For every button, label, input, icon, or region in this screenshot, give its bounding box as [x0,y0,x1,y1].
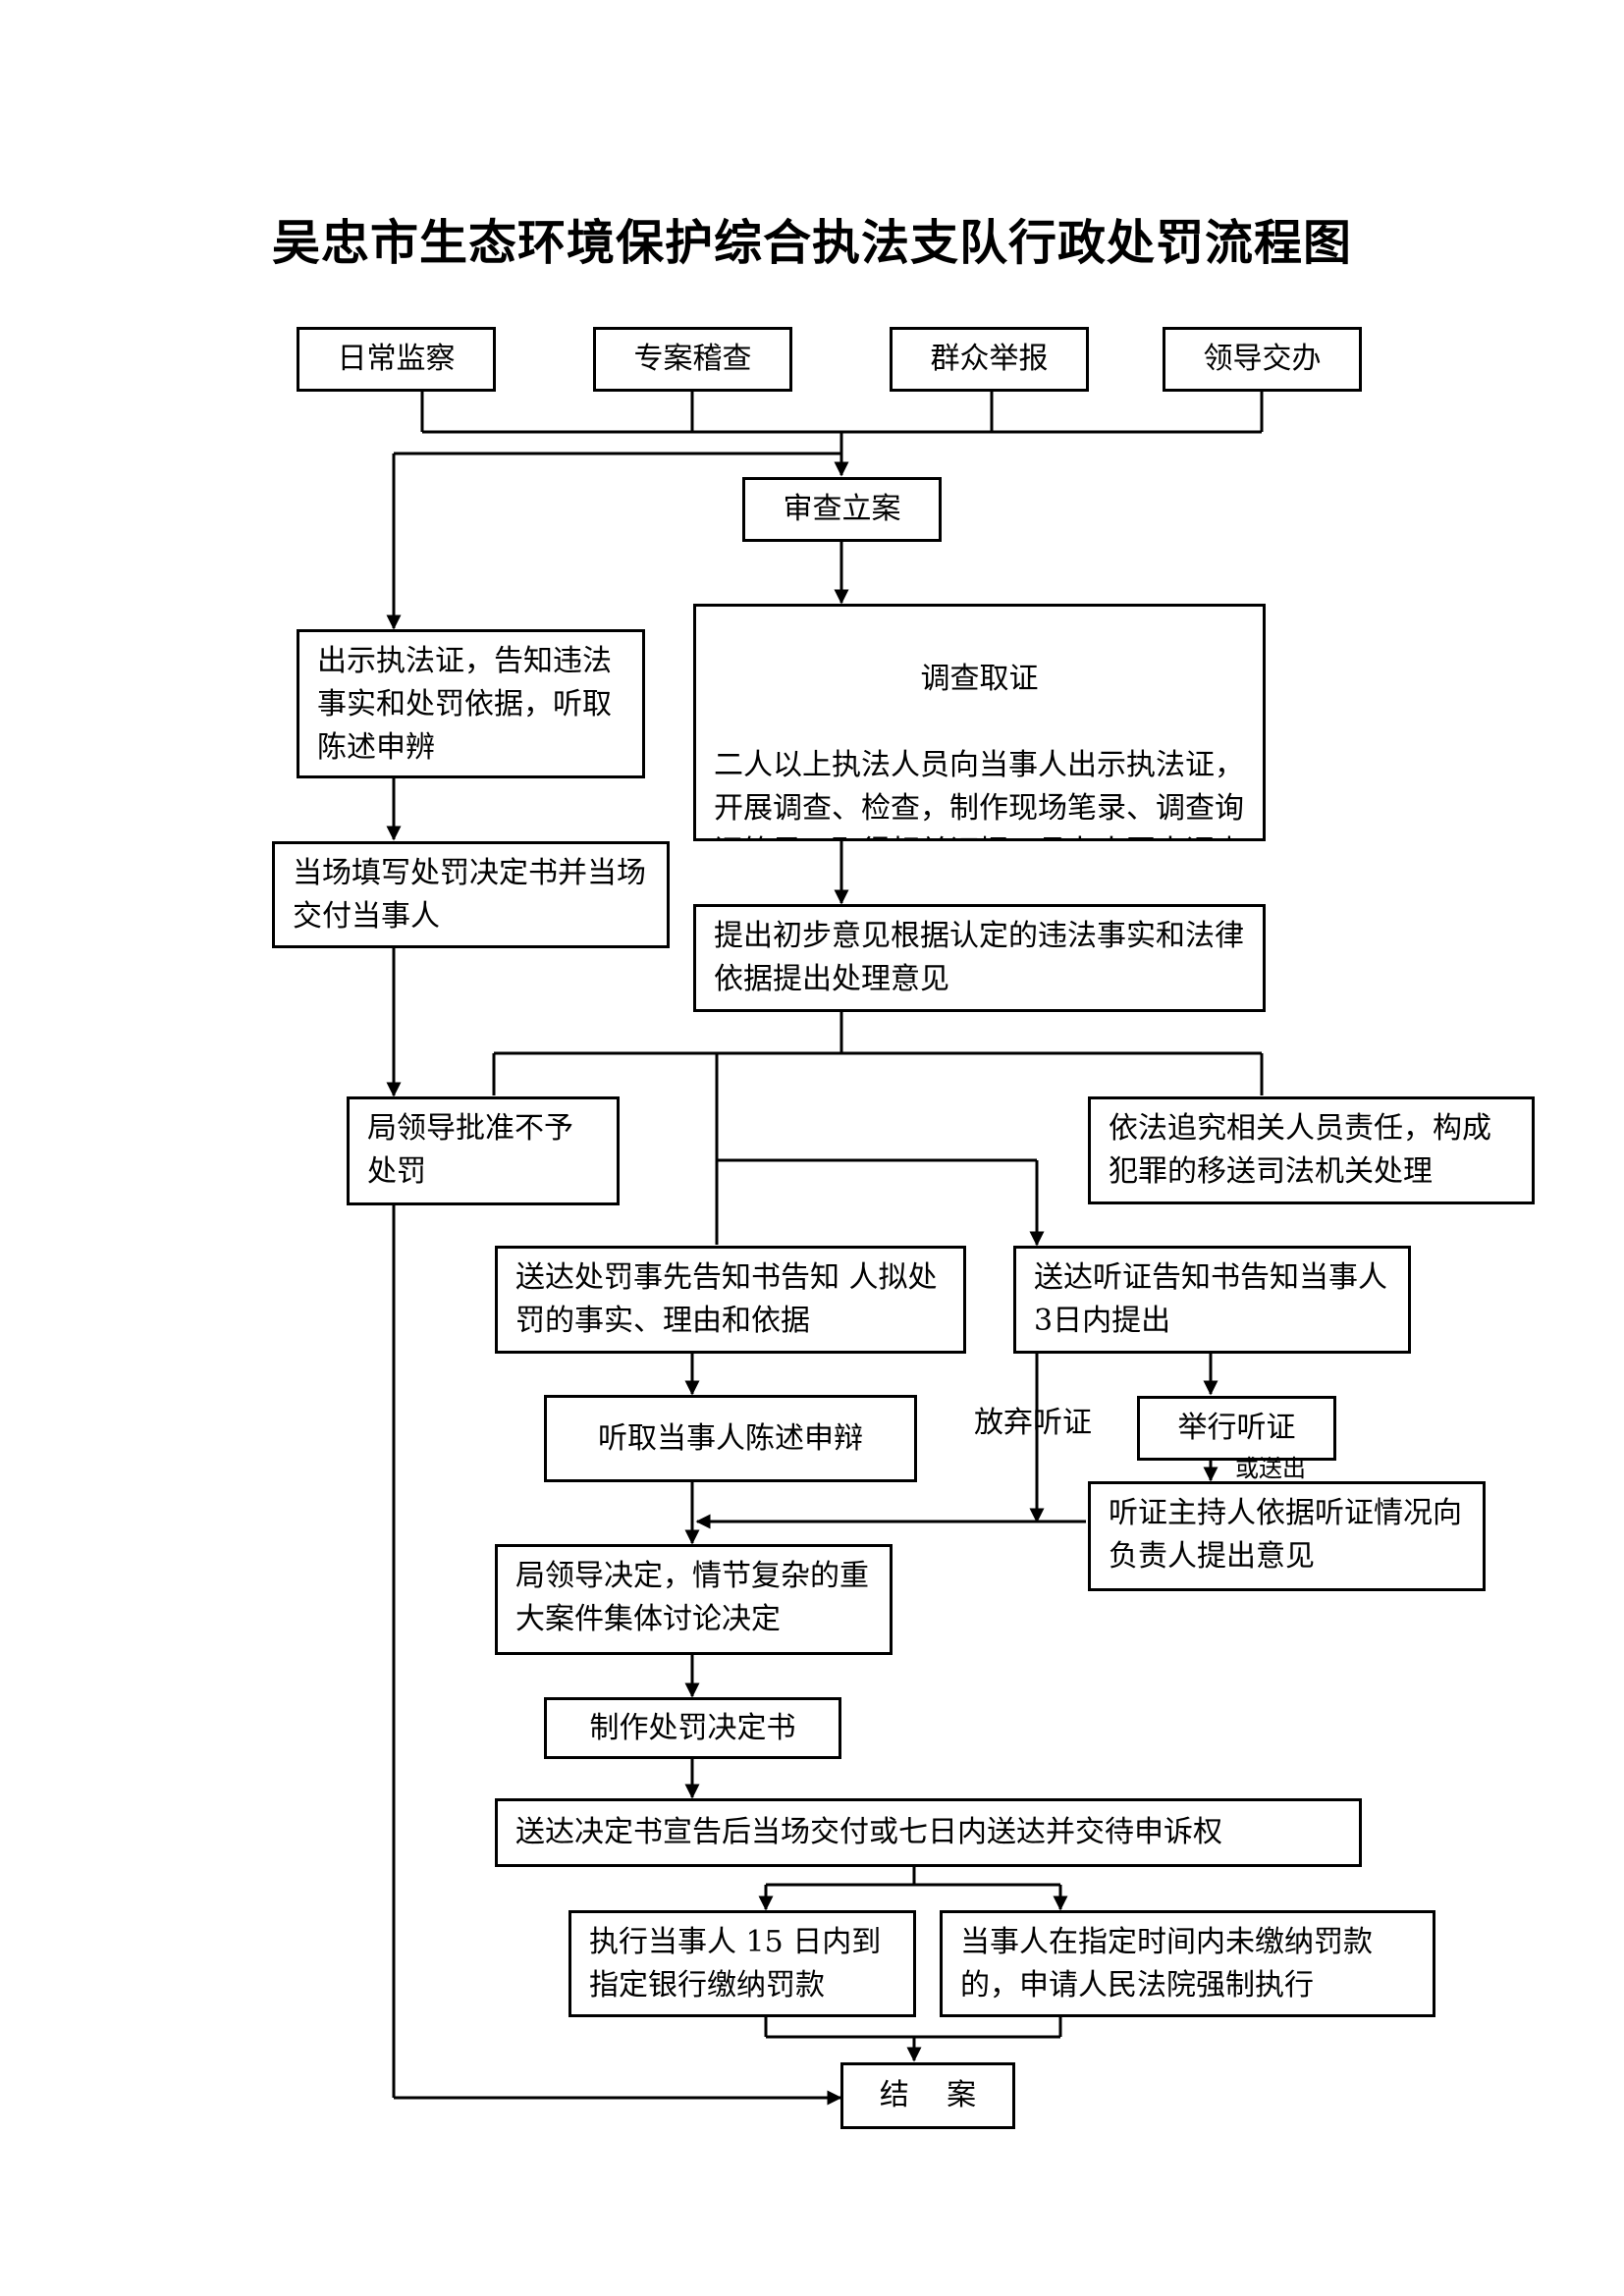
preliminary-opinion-box: 提出初步意见根据认定的违法事实和法律依据提出处理意见 [693,904,1266,1012]
criminal-transfer-box: 依法追究相关人员责任，构成犯罪的移送司法机关处理 [1088,1096,1535,1204]
deliver-decision-box: 送达决定书宣告后当场交付或七日内送达并交待申诉权 [495,1798,1362,1867]
review-case-box: 审查立案 [742,477,942,542]
investigation-box: 调查取证 二人以上执法人员向当事人出示执法证，开展调查、检查，制作现场笔录、调查… [693,604,1266,841]
make-decision-box: 制作处罚决定书 [544,1697,841,1759]
leader-decision-box: 局领导决定，情节复杂的重大案件集体讨论决定 [495,1544,893,1655]
investigation-heading: 调查取证 [920,662,1039,696]
close-case-box: 结 案 [840,2062,1015,2129]
show-license-box: 出示执法证，告知违法事实和处罚依据，听取陈述申辨 [297,629,645,778]
page-title: 吴忠市生态环境保护综合执法支队行政处罚流程图 [271,214,1352,271]
hearing-fragment-label: 或送出 [1235,1455,1306,1482]
hold-hearing-box: 举行听证 [1137,1396,1336,1461]
court-enforcement-box: 当事人在指定时间内未缴纳罚款的，申请人民法院强制执行 [940,1910,1435,2017]
execute-payment-box: 执行当事人 15 日内到指定银行缴纳罚款 [568,1910,916,2017]
on-site-decision-box: 当场填写处罚决定书并当场交付当事人 [272,841,670,948]
listen-statement-box: 听取当事人陈述申辩 [544,1395,917,1482]
source-special-audit: 专案稽查 [593,327,792,392]
source-routine-inspection: 日常监察 [297,327,496,392]
hearing-opinion-box: 听证主持人依据听证情况向负责人提出意见 [1088,1481,1486,1591]
investigation-body: 二人以上执法人员向当事人出示执法证，开展调查、检查，制作现场笔录、调查询问笔录，… [714,748,1244,838]
source-public-report: 群众举报 [890,327,1089,392]
prior-notice-box: 送达处罚事先告知书告知 人拟处罚的事实、理由和依据 [495,1246,966,1354]
source-leadership-assignment: 领导交办 [1163,327,1362,392]
hearing-notice-box: 送达听证告知书告知当事人3日内提出 [1013,1246,1411,1354]
waive-hearing-label: 放弃听证 [974,1406,1092,1440]
no-penalty-box: 局领导批准不予处罚 [347,1096,620,1205]
